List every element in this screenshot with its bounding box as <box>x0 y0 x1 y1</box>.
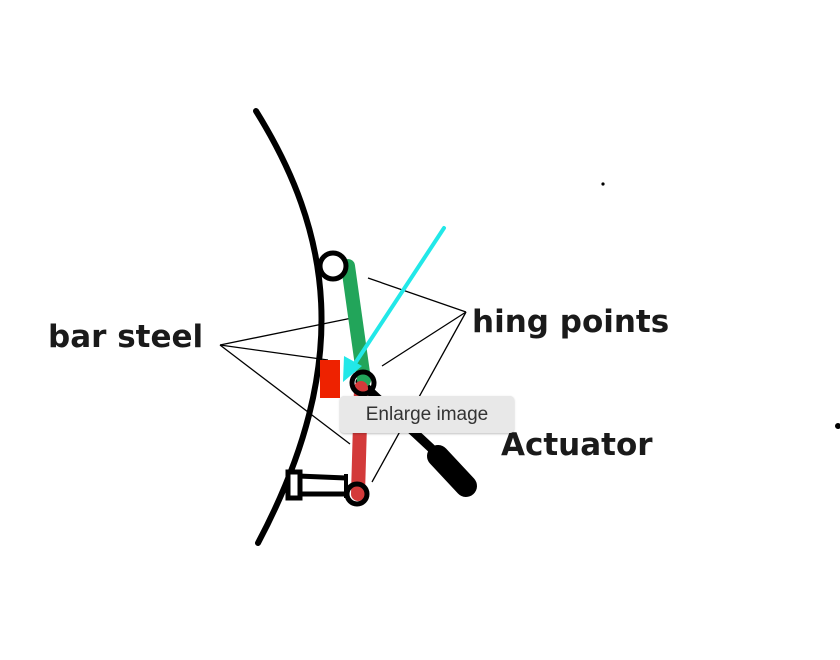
stray-dot-right <box>835 423 840 429</box>
actuator-body <box>427 445 477 497</box>
bottom-bracket-top-bar <box>297 473 347 481</box>
red-marker-block <box>320 360 340 398</box>
hing-points-pointer-2 <box>381 311 467 367</box>
enlarge-image-tooltip[interactable]: Enlarge image <box>340 396 514 433</box>
label-bar-steel: bar steel <box>48 319 204 355</box>
cyan-arrowhead-icon <box>343 356 362 382</box>
cyan-arrow-shaft <box>350 226 446 370</box>
middle-hinge-point <box>349 369 377 397</box>
bottom-bracket-left-block <box>285 469 303 501</box>
stray-dot-top <box>601 182 605 186</box>
bar-steel-pointer-3 <box>219 344 351 445</box>
label-actuator: Actuator <box>501 427 653 463</box>
top-hinge-point <box>317 250 349 282</box>
hing-points-pointer-1 <box>367 277 467 313</box>
bottom-hinge-point <box>344 481 370 507</box>
bar-steel-pointer-2 <box>219 344 329 361</box>
label-hing-points: hing points <box>472 304 670 340</box>
green-arm <box>341 259 371 387</box>
bar-steel-pointer-1 <box>219 317 353 346</box>
